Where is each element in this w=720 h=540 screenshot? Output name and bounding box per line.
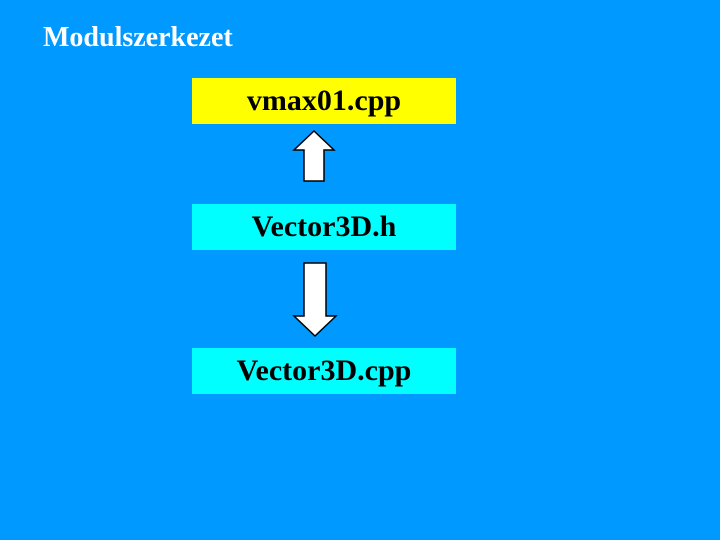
module-box-vmax01: vmax01.cpp	[192, 78, 456, 124]
module-label-vector3d-cpp: Vector3D.cpp	[236, 354, 412, 387]
module-label-vector3d-h: Vector3D.h	[251, 210, 397, 243]
module-label-vmax01: vmax01.cpp	[246, 84, 402, 117]
arrow-down-shape	[292, 262, 338, 338]
arrow-up-icon	[292, 130, 336, 182]
arrow-down-icon	[292, 262, 338, 338]
slide-title: Modulszerkezet	[43, 22, 233, 53]
arrow-up-shape	[292, 130, 336, 182]
module-box-vector3d-cpp: Vector3D.cpp	[192, 348, 456, 394]
module-box-vector3d-h: Vector3D.h	[192, 204, 456, 250]
